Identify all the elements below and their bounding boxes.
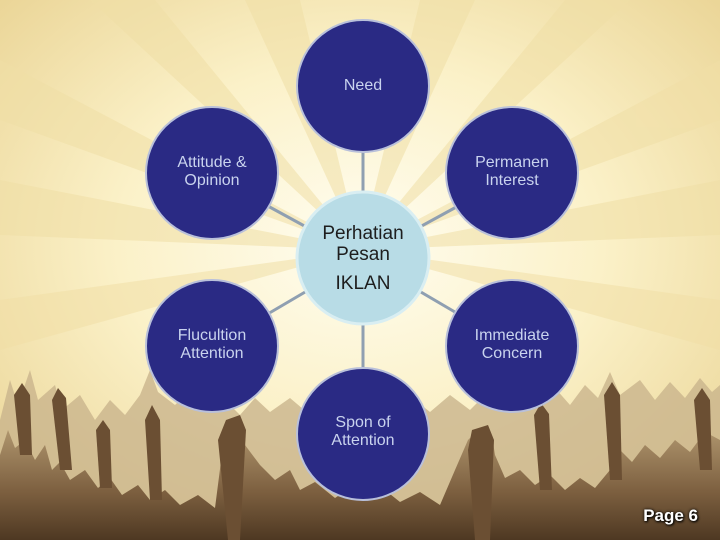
spon-of-attention-line1: Spon of (335, 414, 391, 431)
raised-arms (14, 382, 712, 540)
permanen-interest-label: Permanen Interest (452, 154, 572, 190)
spon-of-attention-line2: Attention (331, 431, 395, 449)
crowd-front-silhouette (0, 418, 720, 540)
node-permanen-interest (445, 106, 579, 240)
node-need (296, 19, 430, 153)
center-line3: IKLAN (335, 272, 391, 294)
node-immediate-concern (445, 279, 579, 413)
immediate-concern-line2: Concern (481, 344, 543, 362)
permanen-interest-line1: Permanen (475, 154, 549, 171)
node-flucultion-attention (145, 279, 279, 413)
permanen-interest-line2: Interest (485, 171, 539, 189)
flucultion-attention-line2: Attention (180, 344, 244, 362)
need-text: Need (343, 77, 383, 94)
flucultion-attention-line1: Flucultion (177, 327, 247, 344)
center-label: Perhatian Pesan IKLAN (298, 223, 428, 295)
attitude-opinion-label: Attitude & Opinion (152, 154, 272, 190)
outer-nodes (145, 19, 579, 501)
node-spon-of-attention (296, 367, 430, 501)
center-node (295, 190, 431, 326)
center-line1: Perhatian (322, 223, 404, 244)
immediate-concern-line1: Immediate (474, 327, 550, 344)
attitude-opinion-line1: Attitude & (177, 154, 247, 171)
flucultion-attention-label: Flucultion Attention (152, 327, 272, 363)
attitude-opinion-line2: Opinion (184, 171, 240, 189)
page-number: Page 6 (643, 506, 698, 525)
node-attitude-opinion (145, 106, 279, 240)
center-line2: Pesan (336, 243, 390, 265)
immediate-concern-label: Immediate Concern (452, 327, 572, 363)
spon-of-attention-label: Spon of Attention (303, 414, 423, 450)
need-label: Need (303, 77, 423, 95)
